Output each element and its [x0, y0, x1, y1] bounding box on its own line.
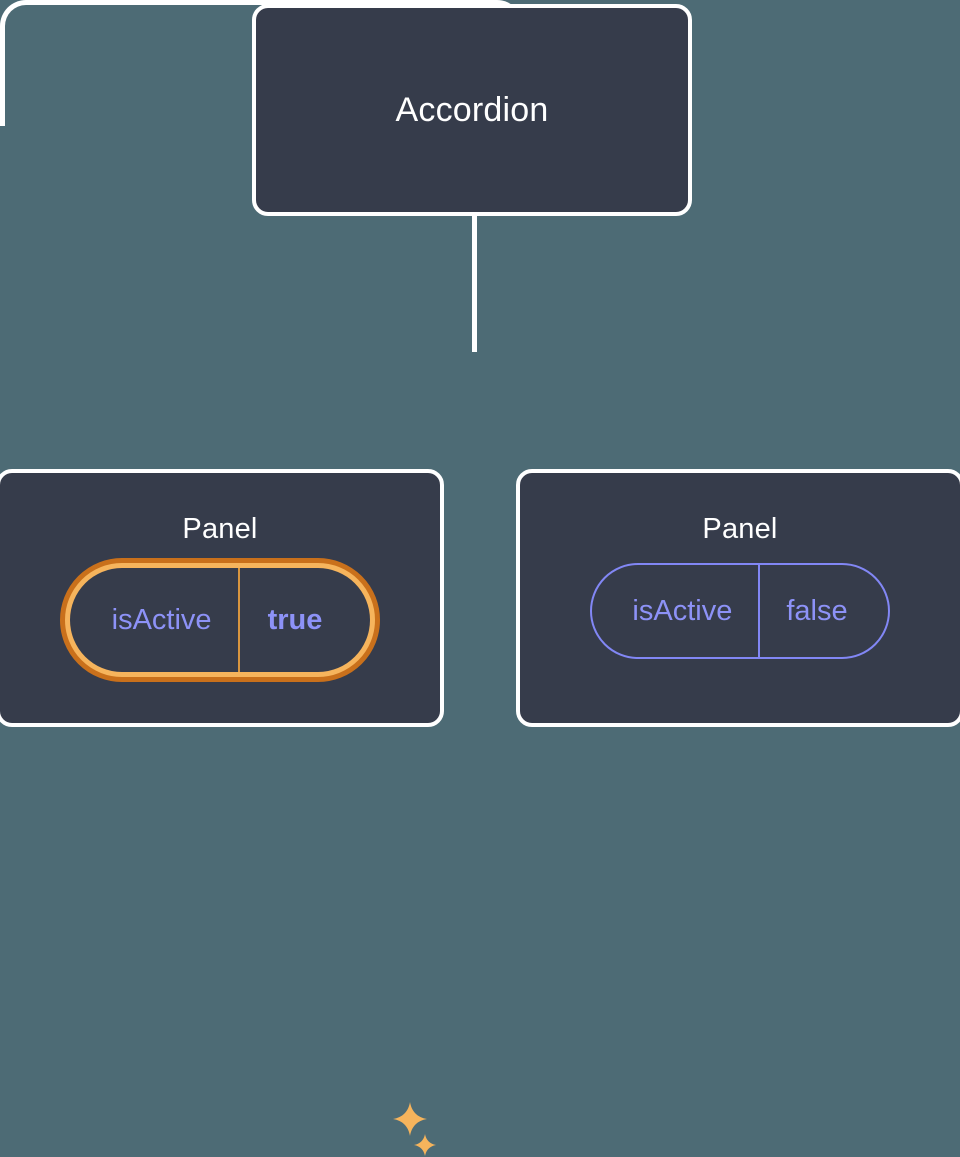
prop-pill-inner: isActive true: [69, 568, 371, 672]
prop-value-label: false: [758, 565, 887, 657]
sparkles-icon: [392, 1101, 428, 1137]
node-accordion-title: Accordion: [395, 91, 549, 129]
node-panel-active-title: Panel: [182, 513, 258, 545]
prop-pill-isactive-true[interactable]: isActive true: [59, 558, 381, 682]
prop-value-label: true: [237, 568, 371, 672]
prop-pill-container-active: isActive true: [0, 558, 440, 1156]
sparkle-small-icon: [413, 1133, 437, 1157]
edge-root-to-bus: [472, 212, 477, 352]
node-panel-active[interactable]: Panel isActive true: [0, 469, 444, 1156]
prop-pill-isactive-false[interactable]: isActive false: [590, 563, 890, 659]
prop-key-label: isActive: [111, 603, 212, 636]
prop-pill-container-inactive: isActive false: [520, 563, 960, 659]
node-panel-inactive-title: Panel: [702, 513, 778, 545]
prop-key-label: isActive: [632, 594, 733, 627]
node-panel-inactive[interactable]: Panel isActive false: [516, 469, 960, 727]
node-accordion[interactable]: Accordion: [252, 4, 692, 216]
